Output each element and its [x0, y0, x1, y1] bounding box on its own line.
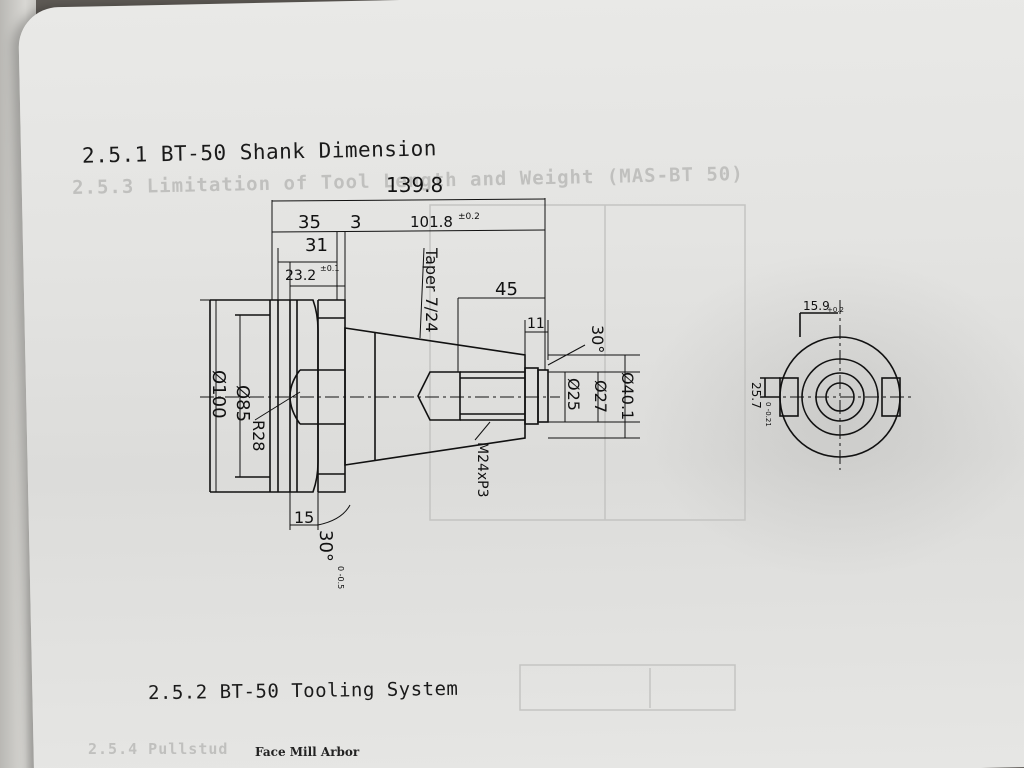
dim-total-length: 139.8 — [386, 173, 443, 197]
dim-23-2: 23.2 — [285, 268, 316, 284]
dim-11: 11 — [527, 316, 545, 332]
thread-label: M24xP3 — [474, 442, 490, 498]
radius-28: R28 — [249, 420, 268, 451]
dim-15: 15 — [294, 508, 314, 527]
dim-step: 3 — [350, 212, 361, 233]
dimension-texts: 139.8 35 3 101.8 ±0.2 31 23.2 ±0.1 45 11… — [208, 173, 844, 589]
angle-tol: 0 -0.5 — [336, 566, 345, 589]
dimension-lines — [200, 198, 640, 530]
end-slot-width: 15.9 — [803, 299, 830, 313]
dim-flange: 35 — [298, 212, 321, 233]
dim-23-2-tol: ±0.1 — [320, 264, 339, 273]
dim-31: 31 — [305, 235, 328, 256]
dia-27: Ø27 — [591, 380, 610, 413]
dim-taper-length: 101.8 — [410, 213, 453, 231]
end-slot-depth-tol: 0 -0.21 — [764, 402, 772, 427]
bleed-through-footer: 2.5.4 Pullstud — [88, 740, 229, 758]
bleed-through-layout — [429, 204, 746, 711]
dim-taper-tol: ±0.2 — [458, 212, 480, 222]
dia-40-1: Ø40.1 — [618, 372, 637, 420]
figure-caption: Face Mill Arbor — [255, 745, 360, 759]
end-slot-depth: 25.7 — [749, 382, 763, 409]
next-section-title: 2.5.2 BT-50 Tooling System — [147, 677, 459, 705]
dia-85: Ø85 — [232, 385, 253, 422]
shank-outline — [209, 299, 549, 493]
center-lines — [200, 300, 915, 470]
page-shadow — [640, 250, 1024, 580]
end-view — [760, 312, 901, 458]
end-slot-tol: +0.2 — [827, 306, 844, 314]
dia-100: Ø100 — [208, 370, 229, 419]
angle-30-bottom: 30° — [315, 530, 336, 562]
dia-25: Ø25 — [564, 378, 583, 411]
angle-30-top: 30° — [588, 325, 607, 353]
dim-45: 45 — [495, 279, 518, 300]
taper-label: Taper 7/24 — [422, 247, 441, 333]
